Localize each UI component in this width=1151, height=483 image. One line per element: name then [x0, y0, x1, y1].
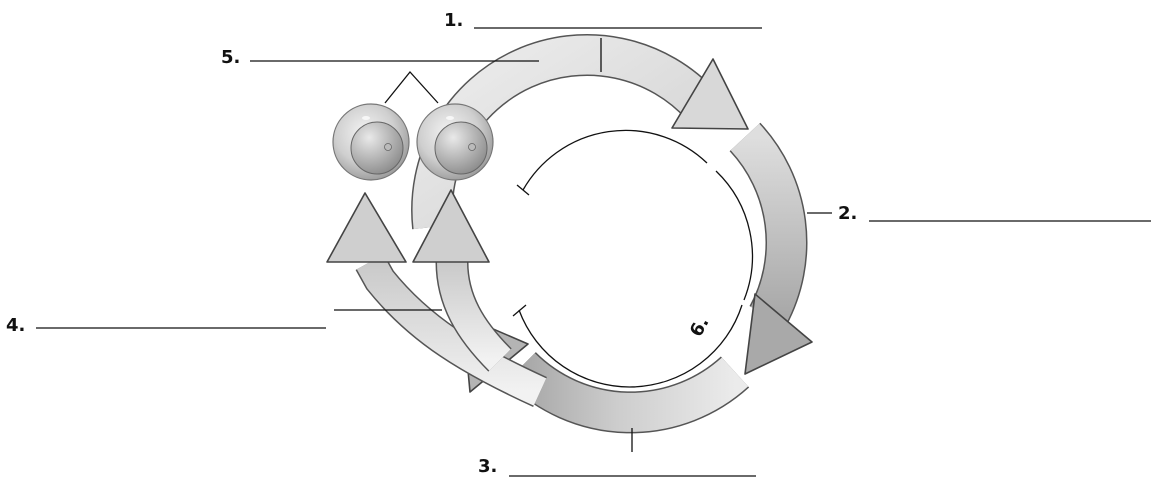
split-arrow-head-left: [326, 192, 407, 263]
arrow-head-2: [744, 293, 813, 375]
label-4-group: 4.: [6, 309, 442, 336]
label-6-group: 6.: [686, 313, 714, 340]
split-arrow-head-right: [412, 189, 490, 263]
daughter-cell-icon: [416, 103, 494, 181]
label-2-group: 2.: [807, 203, 1151, 224]
label-4-number: 4.: [6, 315, 25, 336]
label-1-number: 1.: [444, 10, 463, 31]
arrow-head-1: [671, 58, 749, 130]
inner-cycle: [512, 129, 754, 388]
label-2-number: 2.: [838, 203, 857, 224]
daughter-cell-icon: [332, 103, 410, 181]
label-6-number: 6.: [686, 313, 714, 340]
label-1-group: 1.: [444, 10, 762, 72]
arrow-segment-3: [507, 352, 749, 432]
label-3-number: 3.: [478, 456, 497, 477]
label-5-number: 5.: [221, 47, 240, 68]
leader-line-5: [384, 70, 439, 104]
arrow-segment-2: [730, 123, 806, 326]
label-3-group: 3.: [478, 428, 756, 477]
label-5-group: 5.: [221, 47, 539, 104]
division-arrows: [326, 189, 547, 408]
